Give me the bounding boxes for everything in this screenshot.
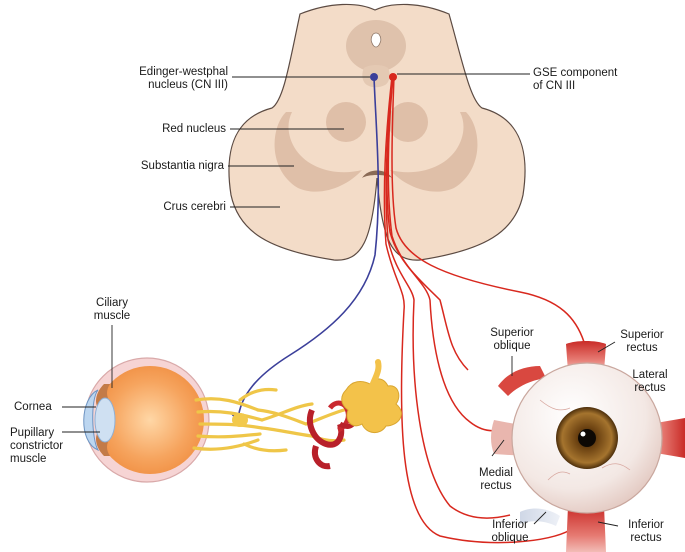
artery-loop-2 [312,445,331,470]
short-ciliary-nerve-5 [192,438,260,451]
edinger-westphal-label-line1: Edinger-westphal [139,66,228,78]
lateral-rectus-label: Lateral rectus [622,369,678,395]
artery-loop-1 [306,408,345,448]
vitreous-body [96,366,204,474]
inferior-rectus-muscle [566,506,606,552]
nerve-branch-upper [238,387,278,402]
medial-rectus-label-line2: rectus [480,480,512,492]
red-nucleus-left [326,102,366,142]
red-nucleus-right [388,102,428,142]
cerebral-aqueduct [370,32,382,48]
short-ciliary-nerve-2 [196,409,264,422]
short-ciliary-nerve-1 [194,397,260,412]
superior-oblique-label-line2: oblique [493,340,531,352]
eyeball-frontal [491,341,685,552]
red-nucleus-label: Red nucleus [162,123,226,135]
pupil [578,429,596,447]
pupil-highlight [580,431,586,437]
substantia-nigra-right [390,112,478,192]
gse-component-label: GSE component of CN III [533,67,643,93]
nerve-trunk-3 [260,402,314,422]
inferior-oblique-label-line1: Inferior [492,519,528,531]
crus-cerebri-label: Crus cerebri [163,201,226,213]
medial-rectus-label: Medial rectus [468,467,524,493]
substantia-nigra-left [274,112,362,192]
inferior-oblique-leader [533,511,547,525]
pupillary-constrictor-label: Pupillary constrictor muscle [10,427,82,466]
superior-rectus-label-line1: Superior [620,329,664,341]
nerve-branch-lower [242,442,288,453]
gse-component-label-line2: of CN III [533,80,576,92]
inferior-rectus-leader [597,521,619,527]
pupillary-label-line3: muscle [10,453,47,465]
pupillary-label-line2: constrictor [10,440,64,452]
edinger-westphal-label-line2: nucleus (CN III) [148,79,228,91]
inferior-rectus-label-line1: Inferior [628,519,664,531]
medial-rectus-label-line1: Medial [479,467,513,479]
gse-fiber-inferior-oblique [385,76,511,519]
label-leaders [228,73,619,527]
ciliary-muscle-label: Ciliary muscle [82,297,142,323]
medial-rectus-leader [491,439,505,457]
somatic-fibers [383,76,585,544]
trigeminal-root [369,359,382,389]
edinger-westphal-fiber [237,76,380,421]
nerve-trunk-1 [256,408,308,426]
ciliary-nerves [192,387,346,453]
short-ciliary-nerve-3 [198,422,264,430]
superior-oblique-label-line1: Superior [490,327,534,339]
gse-component-label-line1: GSE component [533,67,618,79]
superior-oblique-label: Superior oblique [480,327,544,353]
edinger-westphal-nucleus-dot [370,73,378,81]
superior-rectus-label-line2: rectus [626,342,658,354]
ciliary-ganglion [232,413,248,427]
substantia-nigra-label: Substantia nigra [140,160,224,172]
superior-rectus-leader [597,341,616,353]
eye-sagittal [62,325,210,483]
short-ciliary-nerve-4 [196,432,262,439]
edinger-westphal-label: Edinger-westphal nucleus (CN III) [120,66,228,92]
inferior-oblique-label-line2: oblique [491,532,529,544]
inferior-oblique-label: Inferior oblique [482,519,538,545]
lateral-rectus-label-line1: Lateral [632,369,668,381]
lens [94,397,116,443]
gse-nucleus-dot [389,73,397,81]
gse-fiber-medial-rectus [387,76,501,432]
inferior-rectus-label-line2: rectus [630,532,662,544]
globe-vessel-3 [547,471,571,481]
inferior-rectus-label: Inferior rectus [616,519,676,545]
nerve-trunk-2 [260,426,314,438]
globe-vessel-1 [539,399,571,411]
pupillary-label-line1: Pupillary [10,427,55,439]
cornea-label: Cornea [14,401,52,413]
gse-fiber-superior-rectus [391,76,585,343]
gse-fiber-inferior-rectus [383,76,571,544]
lateral-rectus-label-line2: rectus [634,382,666,394]
superior-rectus-label: Superior rectus [612,329,672,355]
ciliary-muscle-label-line2: muscle [93,310,131,322]
globe-vessel-2 [601,463,631,471]
superior-oblique-muscle [498,366,546,396]
ciliary-muscle-label-line1: Ciliary [96,297,128,309]
inferior-oblique-muscle [520,508,560,526]
